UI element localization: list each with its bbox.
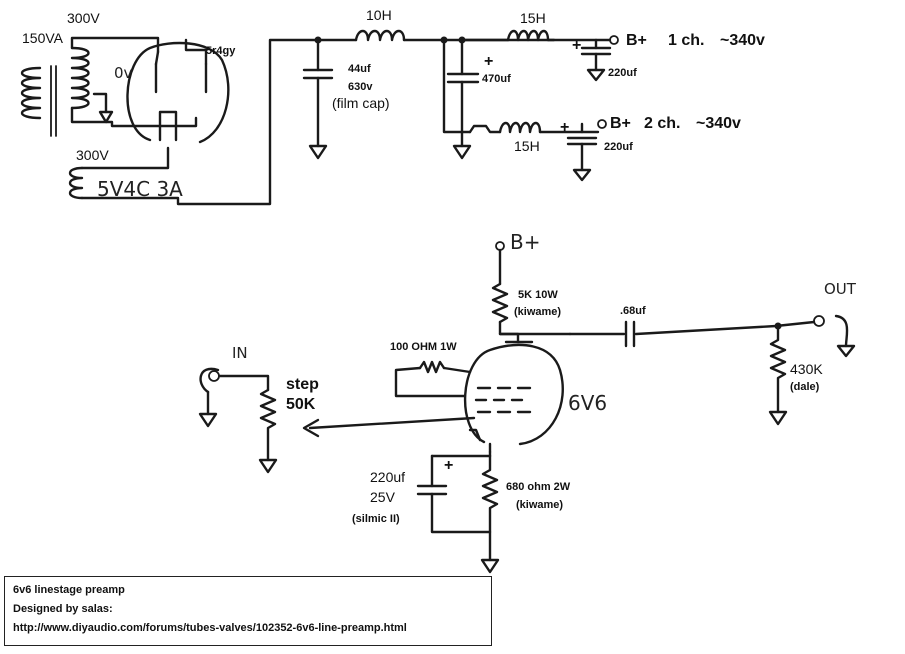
label-output-resistor: 430K <box>790 361 823 377</box>
label-ch1-voltage: ~340v <box>720 32 765 49</box>
info-box: 6v6 linestage preamp Designed by salas: … <box>4 576 492 646</box>
transformer-core <box>50 65 57 137</box>
output-resistor-430k <box>768 324 788 426</box>
label-pot-type: step <box>286 376 319 393</box>
label-cap1-type: (film cap) <box>332 95 390 111</box>
label-input: IN <box>232 344 248 362</box>
film-cap-44uf <box>302 36 334 160</box>
label-output-resistor-brand: (dale) <box>790 381 820 393</box>
label-hv-300v-top: 300V <box>67 10 100 26</box>
label-plate-resistor-brand: (kiwame) <box>514 306 561 318</box>
label-cap2-value: 470uf <box>482 73 511 85</box>
label-cap1-value: 44uf <box>348 63 371 75</box>
label-cathode-resistor-brand: (kiwame) <box>516 499 563 511</box>
svg-text:+: + <box>572 37 581 54</box>
svg-text:+: + <box>484 53 493 70</box>
label-cathode-cap-voltage: 25V <box>370 489 396 505</box>
transformer-primary <box>20 66 42 120</box>
svg-text:+: + <box>444 457 453 474</box>
label-plate-resistor: 5K 10W <box>518 289 558 301</box>
preamp-bplus-node <box>495 241 505 286</box>
transformer-heater-winding <box>68 38 322 206</box>
transformer-hv-secondary <box>70 36 198 128</box>
label-ch2: 2 ch. <box>644 115 680 132</box>
info-author: Designed by salas: <box>13 603 113 615</box>
label-cathode-resistor: 680 ohm 2W <box>506 481 571 493</box>
label-center-tap: 0v <box>114 64 133 82</box>
label-cap1-voltage: 630v <box>348 81 373 93</box>
channel1-filter: + <box>460 29 619 82</box>
tube-6v6 <box>464 332 564 454</box>
label-hv-300v-bottom: 300V <box>76 147 109 163</box>
label-transformer-va: 150VA <box>22 30 64 46</box>
cathode-network: + <box>416 450 500 574</box>
label-choke-ch1: 15H <box>520 10 546 26</box>
label-rectifier: 5r4gy <box>206 45 236 57</box>
label-pot-value: 50K <box>286 396 316 413</box>
label-choke-10h: 10H <box>366 7 392 23</box>
label-ch1: 1 ch. <box>668 32 704 49</box>
cap-470uf: + <box>440 36 493 160</box>
label-cap-ch2: 220uf <box>604 141 633 153</box>
coupling-cap <box>568 314 856 358</box>
label-output: OUT <box>824 280 857 298</box>
label-tube: 6V6 <box>568 391 607 415</box>
info-url[interactable]: http://www.diyaudio.com/forums/tubes-val… <box>13 622 407 634</box>
label-cathode-cap-type: (silmic II) <box>352 513 400 525</box>
label-preamp-bplus: B+ <box>510 230 540 254</box>
rectifier-tube <box>126 38 230 144</box>
label-cathode-cap-value: 220uf <box>370 469 405 485</box>
channel2-filter: + <box>468 119 607 182</box>
label-coupling-cap: .68uf <box>620 305 646 317</box>
info-title: 6v6 linestage preamp <box>13 584 125 596</box>
label-choke-ch2: 15H <box>514 138 540 154</box>
label-ch2-voltage: ~340v <box>696 115 741 132</box>
label-grid-stopper: 100 OHM 1W <box>390 341 457 353</box>
label-heater-winding: 5V4C 3A <box>97 177 183 201</box>
label-bplus-ch1: B+ <box>626 32 647 49</box>
input-jack <box>198 367 270 428</box>
grid-stopper-100r <box>394 360 472 398</box>
svg-text:+: + <box>560 119 569 136</box>
volume-pot-step-50k <box>258 388 476 474</box>
label-bplus-ch2: B+ <box>610 115 631 132</box>
label-cap-ch1: 220uf <box>608 67 637 79</box>
